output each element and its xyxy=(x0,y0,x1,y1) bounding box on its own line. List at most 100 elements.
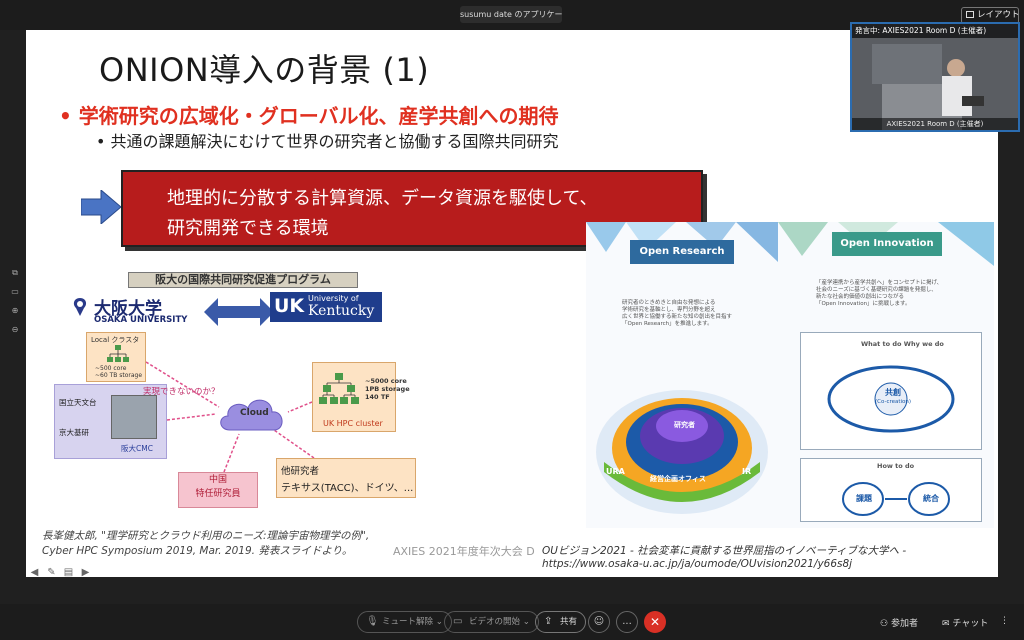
start-video-label: ビデオの開始 xyxy=(469,617,521,627)
uk-hpc-name: UK HPC cluster xyxy=(323,419,383,428)
fit-icon[interactable]: ▭ xyxy=(11,287,19,296)
open-research-figure: Open Research 研究者のときめきと自由な発想による学術研究を基軸とし… xyxy=(586,222,778,528)
chat-label: チャット xyxy=(952,619,989,629)
more-icon: ... xyxy=(622,616,632,627)
cloud-icon xyxy=(220,399,283,431)
double-arrow-icon xyxy=(204,298,274,326)
overflow-icon: ⋮ xyxy=(1000,616,1009,626)
prev-slide-icon[interactable]: ◀ xyxy=(30,567,39,577)
china-line-2: 特任研究員 xyxy=(195,489,241,499)
reference-line-1: 長峯健太郎, "理学研究とクラウド利用のニーズ:理論宇宙物理学の例", xyxy=(42,530,370,542)
cmc-label: 阪大CMC xyxy=(121,444,153,453)
close-icon: ✕ xyxy=(649,615,661,629)
video-off-icon: ▭ xyxy=(453,616,463,627)
or-ura: URA xyxy=(606,467,625,476)
osaka-university-name: 大阪大学 xyxy=(94,299,162,319)
share-button[interactable]: ⇪ 共有 xyxy=(535,611,587,633)
open-innovation-banner: Open Innovation xyxy=(832,232,942,256)
reference-line-2: Cyber HPC Symposium 2019, Mar. 2019. 発表ス… xyxy=(42,545,353,557)
other-researchers-box: 他研究者 テキサス(TACC)、ドイツ、... xyxy=(276,458,416,498)
decorative-burst xyxy=(586,222,778,262)
cluster-icon xyxy=(107,345,129,362)
annotate-icon[interactable]: ⧉ xyxy=(12,268,18,277)
oi-how: How to do xyxy=(877,462,915,470)
callout-line-1: 地理的に分散する計算資源、データ資源を駆使して、 xyxy=(167,188,598,209)
slide-title: ONION導入の背景 (1) xyxy=(99,51,430,89)
smiley-icon: ☺ xyxy=(593,616,605,627)
local-spec-2: ~60 TB storage xyxy=(95,372,143,379)
mic-off-icon: 🎙 xyxy=(366,616,379,627)
grid-icon xyxy=(966,11,974,18)
uk-big-text: Kentucky xyxy=(308,303,375,319)
or-text: 研究者のときめきと自由な発想による学術研究を基軸とし、専門分野を超え広く世界と協… xyxy=(622,300,733,327)
bullet-primary: • 学術研究の広域化・グローバル化、産学共創への期待 xyxy=(59,104,559,128)
left-toolbar: ⧉ ▭ ⊕ ⊖ xyxy=(10,268,24,344)
callout-line-2: 研究開発できる環境 xyxy=(167,218,329,239)
uk-hpc-spec-2: 1PB storage xyxy=(365,385,410,393)
next-slide-icon[interactable]: ▶ xyxy=(81,567,90,577)
zoom-in-icon[interactable]: ⊕ xyxy=(11,306,19,315)
other-line-1: 他研究者 xyxy=(281,466,320,477)
chat-button[interactable]: ✉ チャット xyxy=(942,616,988,629)
participants-label: 参加者 xyxy=(890,619,918,629)
uk-hpc-specs: ~5000 core 1PB storage 140 TF xyxy=(365,377,410,401)
open-innovation-figure: Open Innovation 「産学連携から産学共創へ」をコンセプトに掲げ、社… xyxy=(778,222,994,528)
cloud-label: Cloud xyxy=(240,408,269,418)
people-icon: ⚇ xyxy=(880,619,889,629)
nao-box: 国立天文台 京大基研 阪大CMC xyxy=(54,384,167,459)
uk-logo-mark: UK xyxy=(274,295,305,317)
nao-label: 国立天文台 xyxy=(59,398,97,407)
share-icon: ⇪ xyxy=(544,616,553,627)
osaka-university-logo xyxy=(73,298,87,316)
control-bar: 🎙ミュート解除 ⌄ ▭ビデオの開始 ⌄ ⇪共有 ☺ ... ✕ ⚇ 参加者 ✉ … xyxy=(0,604,1024,640)
unmute-label: ミュート解除 xyxy=(382,617,434,627)
oi-kadai: 課題 xyxy=(856,494,872,503)
or-center: 研究者 xyxy=(674,421,695,429)
share-label: 共有 xyxy=(560,617,578,627)
hpc-cluster-icon xyxy=(319,373,359,404)
osaka-university-en: OSAKA UNIVERSITY xyxy=(94,315,188,325)
kentucky-logo: UK University of Kentucky xyxy=(270,292,382,322)
speaker-indicator: 発言中: AXIES2021 Room D (主催者) xyxy=(852,24,1018,38)
arrow-right-icon xyxy=(81,190,121,224)
speaker-video-frame xyxy=(852,24,1018,130)
reference-url: https://www.osaka-u.ac.jp/ja/oumode/OUvi… xyxy=(542,558,853,570)
local-cluster-specs: ~500 core ~60 TB storage xyxy=(95,365,142,379)
shared-window-title[interactable]: susumu date のアプリケーシ... xyxy=(460,6,562,23)
oi-togo: 統合 xyxy=(923,494,939,503)
reactions-button[interactable]: ☺ xyxy=(588,611,610,633)
zoom-out-icon[interactable]: ⊖ xyxy=(11,325,19,334)
collaboration-diagram: 阪大の国際共同研究促進プログラム 大阪大学 OSAKA UNIVERSITY U… xyxy=(54,262,416,527)
connection-lines xyxy=(145,361,315,473)
unmute-button[interactable]: 🎙ミュート解除 ⌄ xyxy=(357,611,452,633)
local-cluster-label: Local クラスタ xyxy=(91,336,140,344)
oi-text: 「産学連携から産学共創へ」をコンセプトに掲げ、社会のニーズに基づく基礎研究の課題… xyxy=(816,280,943,307)
event-watermark: AXIES 2021年度年次大会 D xyxy=(393,545,535,558)
oi-panel-1: What to do Why we do 共創 (Co-creation) xyxy=(800,332,982,450)
overflow-button[interactable]: ⋮ xyxy=(1000,616,1009,626)
local-cluster-box: Local クラスタ ~500 core ~60 TB storage xyxy=(86,332,146,382)
co-creation-cycle xyxy=(827,365,955,433)
uk-hpc-spec-3: 140 TF xyxy=(365,393,390,401)
start-video-button[interactable]: ▭ビデオの開始 ⌄ xyxy=(444,611,539,633)
chat-icon: ✉ xyxy=(942,619,950,629)
uk-small-text: University of xyxy=(308,294,359,303)
speaker-name: AXIES2021 Room D (主催者) xyxy=(852,118,1018,130)
open-research-banner: Open Research xyxy=(630,240,734,264)
oi-panel-2: How to do 課題 統合 xyxy=(800,458,982,522)
slides-grid-icon[interactable]: ▤ xyxy=(63,567,74,577)
slide-navigation: ◀ ✎ ▤ ▶ xyxy=(28,560,108,577)
top-bar: susumu date のアプリケーシ... レイアウト xyxy=(0,0,1024,30)
participants-button[interactable]: ⚇ 参加者 xyxy=(880,616,918,629)
speaker-video-tile[interactable]: 発言中: AXIES2021 Room D (主催者) AXIES2021 Ro… xyxy=(850,22,1020,132)
oi-what: What to do Why we do xyxy=(861,340,944,348)
uk-hpc-spec-1: ~5000 core xyxy=(365,377,407,385)
oi-center-en: (Co-creation) xyxy=(875,399,912,405)
shared-slide: ONION導入の背景 (1) • 学術研究の広域化・グローバル化、産学共創への期… xyxy=(26,30,998,577)
other-line-2: テキサス(TACC)、ドイツ、... xyxy=(281,483,414,494)
more-options-button[interactable]: ... xyxy=(616,611,638,633)
china-box: 中国 特任研究員 xyxy=(178,472,258,508)
leave-meeting-button[interactable]: ✕ xyxy=(644,611,666,633)
pen-icon[interactable]: ✎ xyxy=(47,567,56,577)
